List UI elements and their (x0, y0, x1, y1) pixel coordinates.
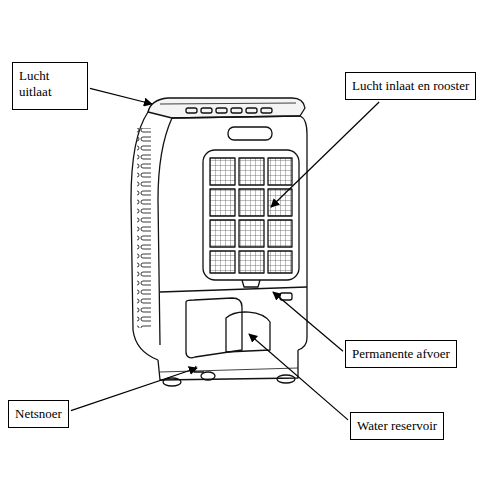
callout-box: Water reservoir (350, 412, 444, 440)
leader-lines (71, 88, 379, 419)
leader-line (90, 88, 152, 104)
callout-label: Water reservoir (357, 418, 437, 434)
callout-label: Lucht inlaat en rooster (352, 78, 469, 94)
leader-line (249, 334, 348, 420)
leader-line (271, 102, 379, 207)
leader-line (71, 368, 197, 411)
air-inlet-grille (203, 150, 299, 280)
callout-box: Lucht uitlaat (12, 62, 88, 110)
callout-label: Permanente afvoer (352, 346, 450, 362)
callout-label: Netsnoer (15, 406, 62, 422)
housing-outline (131, 98, 307, 386)
callout-label: Lucht uitlaat (19, 68, 81, 100)
callout-box: Permanente afvoer (345, 340, 457, 368)
callout-box: Lucht inlaat en rooster (345, 72, 476, 100)
water-tank (186, 298, 242, 358)
leader-line (273, 292, 343, 351)
side-vents (137, 128, 151, 328)
callout-box: Netsnoer (8, 400, 69, 428)
